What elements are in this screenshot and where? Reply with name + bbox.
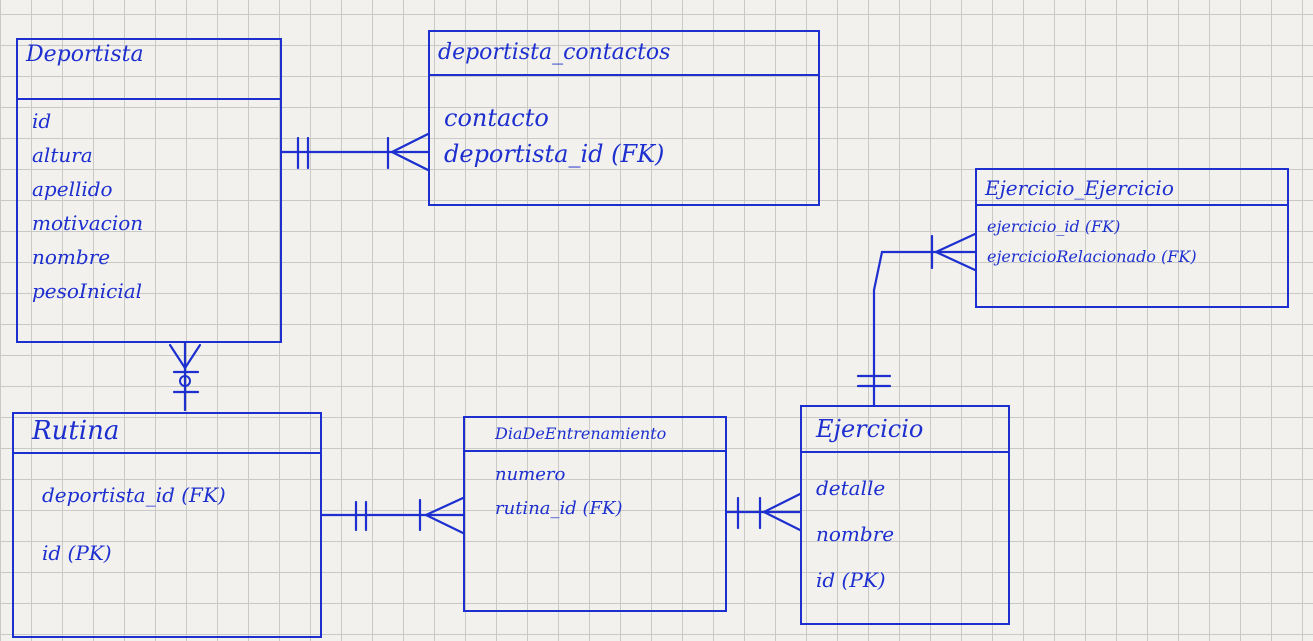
entity-divider [430, 74, 818, 76]
entity-title: Ejercicio [816, 415, 924, 443]
rel-deportista-rutina [168, 341, 202, 412]
rel-deportista-contactos [280, 132, 430, 172]
entity-deportista[interactable]: Deportista id altura apellido motivacion… [16, 38, 282, 343]
attribute-list: ejercicio_id (FK) ejercicioRelacionado (… [987, 212, 1197, 272]
entity-title: Rutina [32, 416, 120, 446]
attribute-list: id altura apellido motivacion nombre pes… [32, 104, 143, 308]
attribute-list: contacto deportista_id (FK) [444, 100, 664, 172]
attribute: id (PK) [816, 568, 886, 592]
entity-dia-de-entrenamiento[interactable]: DiaDeEntrenamiento numero rutina_id (FK) [463, 416, 727, 612]
entity-title: deportista_contactos [438, 40, 671, 65]
entity-divider [465, 450, 725, 452]
attribute: detalle [816, 476, 886, 500]
attribute: id (PK) [42, 541, 112, 565]
entity-divider [14, 452, 320, 454]
entity-title: DiaDeEntrenamiento [495, 424, 667, 443]
entity-title: Ejercicio_Ejercicio [985, 176, 1174, 200]
attribute: ejercicioRelacionado (FK) [987, 247, 1197, 266]
attribute: rutina_id (FK) [495, 498, 623, 519]
attribute-list: deportista_id (FK) id (PK) [42, 466, 226, 582]
entity-divider [977, 204, 1287, 206]
attribute: apellido [32, 177, 113, 201]
entity-divider [18, 98, 280, 100]
entity-ejercicio[interactable]: Ejercicio detalle nombre id (PK) [800, 405, 1010, 625]
rel-dia-ejercicio [725, 492, 802, 532]
attribute: contacto [444, 104, 549, 132]
attribute: nombre [32, 245, 111, 269]
attribute: numero [495, 464, 566, 485]
attribute-list: detalle nombre id (PK) [816, 465, 894, 603]
entity-ejercicio-ejercicio[interactable]: Ejercicio_Ejercicio ejercicio_id (FK) ej… [975, 168, 1289, 308]
attribute: pesoInicial [32, 279, 143, 303]
attribute: deportista_id (FK) [444, 140, 665, 168]
entity-rutina[interactable]: Rutina deportista_id (FK) id (PK) [12, 412, 322, 638]
attribute: deportista_id (FK) [42, 483, 226, 507]
rel-ejercicio-self [856, 232, 977, 407]
attribute: id [32, 109, 52, 133]
entity-deportista-contactos[interactable]: deportista_contactos contacto deportista… [428, 30, 820, 206]
rel-rutina-dia [320, 496, 465, 535]
attribute: ejercicio_id (FK) [987, 217, 1121, 236]
attribute: altura [32, 143, 93, 167]
attribute: motivacion [32, 211, 144, 235]
entity-divider [802, 451, 1008, 453]
attribute: nombre [816, 522, 895, 546]
attribute-list: numero rutina_id (FK) [495, 458, 623, 526]
entity-title: Deportista [26, 42, 144, 67]
